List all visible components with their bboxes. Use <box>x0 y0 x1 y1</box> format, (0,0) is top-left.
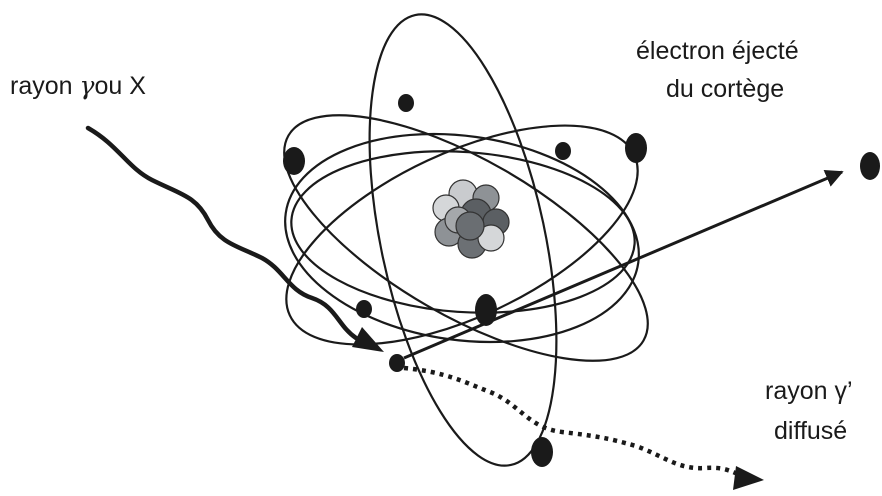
electron <box>555 142 571 160</box>
incoming-label-text: rayon <box>10 72 80 100</box>
nucleus <box>432 179 510 259</box>
gamma-symbol: γ <box>79 71 95 100</box>
scattered-ray-label-line2: diffusé <box>774 417 848 445</box>
orbit-vertical <box>368 13 558 467</box>
electrons <box>283 94 880 467</box>
electron <box>625 133 647 163</box>
ejected-electron-label-line2: du cortège <box>666 75 785 103</box>
electron <box>398 94 414 112</box>
incoming-ray-arrowhead <box>352 327 384 352</box>
electron <box>389 354 405 372</box>
incoming-ray-wave <box>85 125 359 341</box>
scattered-ray-wave <box>403 365 739 477</box>
incoming-label-suffix: ou X <box>94 72 146 100</box>
electron <box>356 300 372 318</box>
electron <box>283 147 305 175</box>
electron <box>475 294 497 326</box>
ejected-electron <box>860 152 880 180</box>
scattered-ray-arrowhead <box>733 466 764 490</box>
orbit-tilted-right <box>283 114 649 362</box>
ejected-electron-path <box>403 170 844 360</box>
incoming-ray-label: rayon γou X <box>10 70 146 102</box>
scattered-ray-label-line1: rayon γ’ <box>765 377 853 405</box>
electron <box>531 437 553 467</box>
ejected-electron-label-line1: électron éjecté <box>636 37 799 65</box>
